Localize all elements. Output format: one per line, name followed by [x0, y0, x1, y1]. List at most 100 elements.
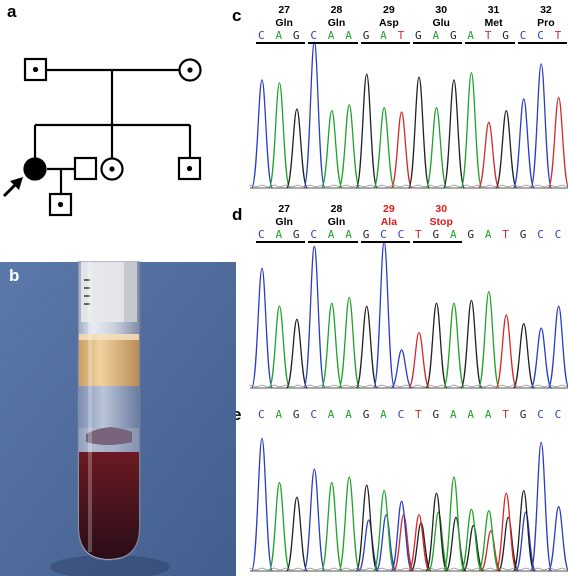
trace-peak [530, 63, 553, 189]
codon-underline [465, 42, 515, 44]
base-call: C [258, 29, 265, 42]
trace-peak [338, 104, 361, 189]
carrier-dot [187, 67, 193, 73]
base-call: A [467, 408, 475, 421]
amino-acid-label: Pro [537, 17, 555, 29]
amino-acid-label: Gln [327, 17, 346, 29]
codon-underline [308, 241, 358, 243]
trace-peak [547, 506, 568, 572]
base-call: C [397, 408, 405, 421]
trace-peak [425, 302, 448, 389]
trace-peak [285, 496, 309, 572]
trace-peak [460, 72, 483, 189]
base-call: G [467, 228, 475, 241]
trace-peak [425, 107, 448, 189]
trace-peak [373, 107, 396, 189]
base-call: T [415, 408, 422, 421]
panel-label-c: c [232, 6, 242, 25]
amino-acid-label: Ala [380, 216, 398, 228]
base-call: C [310, 228, 317, 241]
base-call: T [502, 408, 509, 421]
trace-peak [250, 267, 274, 389]
trace-peak [477, 121, 500, 189]
trace-peak [268, 82, 291, 189]
trace-peak [268, 305, 291, 389]
base-call: C [537, 29, 544, 42]
codon-number: 27 [278, 203, 291, 215]
base-call: G [519, 228, 527, 241]
trace-peak [460, 508, 483, 572]
base-call: A [484, 408, 492, 421]
trace-peak [303, 41, 326, 189]
codon-underline [413, 241, 463, 243]
base-call: A [484, 228, 492, 241]
trace-peak [358, 519, 380, 572]
base-call: A [327, 408, 335, 421]
codon-underline [360, 42, 411, 44]
base-call: T [502, 228, 509, 241]
trace-peak [427, 511, 450, 572]
amino-acid-label: Glu [432, 17, 450, 29]
base-call: A [275, 29, 283, 42]
base-call: A [345, 228, 352, 241]
trace-peak [495, 109, 518, 189]
base-call: G [432, 228, 440, 241]
trace-peak [530, 441, 553, 572]
carrier-dot [32, 66, 39, 73]
codon-number: 28 [330, 203, 343, 215]
arrow-icon [2, 177, 23, 198]
trace-peak [425, 492, 448, 572]
base-call: G [502, 29, 509, 42]
base-call: C [554, 228, 562, 241]
base-call: C [310, 29, 317, 42]
trace-peak [285, 108, 309, 189]
base-call: C [537, 228, 544, 241]
codon-number: 30 [435, 203, 448, 215]
amino-acid-label: Gln [275, 17, 293, 29]
trace-peak [268, 481, 291, 572]
panel-label-b: b [9, 266, 20, 285]
codon-number: 27 [278, 4, 291, 16]
panel-label-d: d [232, 205, 243, 224]
trace-peak [303, 245, 326, 389]
trace-peak [445, 516, 467, 572]
base-call: C [537, 408, 544, 421]
base-call: A [380, 29, 387, 42]
trace-peak [355, 73, 378, 189]
codon-number: 29 [383, 4, 395, 16]
codon-underline [256, 42, 306, 44]
trace-noise [249, 384, 568, 388]
trace-peak [462, 524, 485, 572]
chromatogram-e [249, 437, 568, 572]
base-call: T [554, 29, 562, 42]
base-call: G [362, 408, 370, 421]
chromatogram-d [249, 241, 568, 389]
panel-label-a: a [7, 2, 17, 21]
codon-underline [517, 42, 568, 44]
trace-peak [512, 323, 535, 389]
trace-peak [442, 302, 466, 389]
base-call: A [275, 228, 283, 241]
trace-noise [249, 567, 568, 571]
base-call: A [327, 29, 335, 42]
base-call: A [449, 228, 457, 241]
trace-peak [477, 510, 500, 572]
base-call: A [380, 408, 387, 421]
base-call: G [519, 408, 527, 421]
trace-peak [460, 299, 483, 389]
trace-peak [495, 492, 518, 572]
base-call: C [258, 228, 265, 241]
amino-acid-label: Stop [429, 216, 453, 228]
pedigree-chart [2, 57, 202, 217]
base-call: T [397, 29, 405, 42]
amino-acid-label: Met [484, 17, 503, 29]
carrier-dot [109, 166, 115, 172]
trace-peak [495, 314, 518, 389]
trace-peak [250, 437, 274, 572]
trace-peak [477, 290, 500, 389]
panel-label-e: e [232, 405, 242, 424]
base-call: A [449, 408, 457, 421]
base-call: A [275, 408, 283, 421]
carrier-dot [57, 201, 64, 208]
